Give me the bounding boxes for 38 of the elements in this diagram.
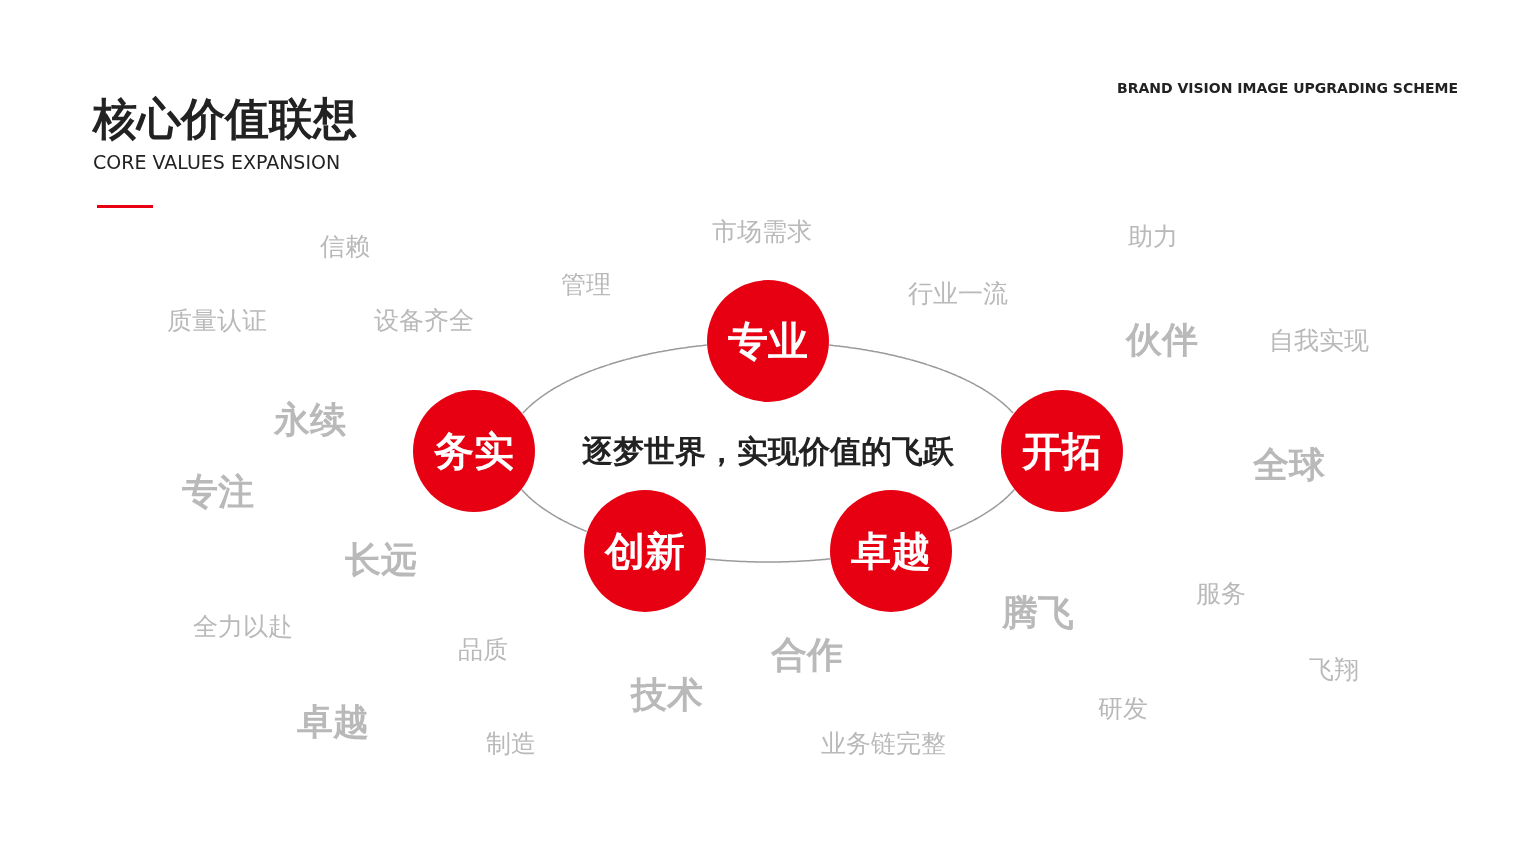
ring-arc xyxy=(705,558,831,563)
keyword: 信赖 xyxy=(320,230,370,263)
keyword: 飞翔 xyxy=(1309,653,1359,686)
keyword: 服务 xyxy=(1196,577,1246,610)
keyword: 市场需求 xyxy=(712,215,812,248)
header-text: BRAND VISION IMAGE UPGRADING SCHEME xyxy=(1117,80,1458,96)
slogan: 逐梦世界，实现价值的飞跃 xyxy=(582,432,954,471)
ring-arc xyxy=(520,488,588,533)
keyword: 全球 xyxy=(1253,442,1325,487)
keyword: 助力 xyxy=(1128,220,1178,253)
value-circle: 务实 xyxy=(413,390,535,512)
keyword: 设备齐全 xyxy=(374,304,474,337)
value-circle: 创新 xyxy=(584,490,706,612)
value-circle: 卓越 xyxy=(830,490,952,612)
keyword: 卓越 xyxy=(297,699,369,744)
keyword: 研发 xyxy=(1098,692,1148,725)
keyword: 永续 xyxy=(274,397,346,442)
keyword: 业务链完整 xyxy=(820,727,946,760)
keyword: 质量认证 xyxy=(167,304,267,337)
keyword: 专注 xyxy=(182,469,254,514)
keyword: 全力以赴 xyxy=(193,610,293,643)
subtitle: CORE VALUES EXPANSION xyxy=(93,151,341,173)
ring-arc xyxy=(948,488,1016,533)
ring-arc xyxy=(522,344,708,414)
keyword: 自我实现 xyxy=(1269,324,1369,357)
keyword: 技术 xyxy=(631,672,703,717)
keyword: 腾飞 xyxy=(1002,590,1074,635)
value-circle: 专业 xyxy=(707,280,829,402)
keyword: 制造 xyxy=(486,727,536,760)
keyword: 品质 xyxy=(458,633,508,666)
ring-arc xyxy=(828,344,1014,414)
keyword: 行业一流 xyxy=(908,277,1008,310)
keyword: 长远 xyxy=(345,537,417,582)
title: 核心价值联想 xyxy=(93,92,357,146)
keyword: 伙伴 xyxy=(1126,317,1198,362)
value-circle: 开拓 xyxy=(1001,390,1123,512)
keyword: 合作 xyxy=(771,632,843,677)
keyword: 管理 xyxy=(561,268,611,301)
